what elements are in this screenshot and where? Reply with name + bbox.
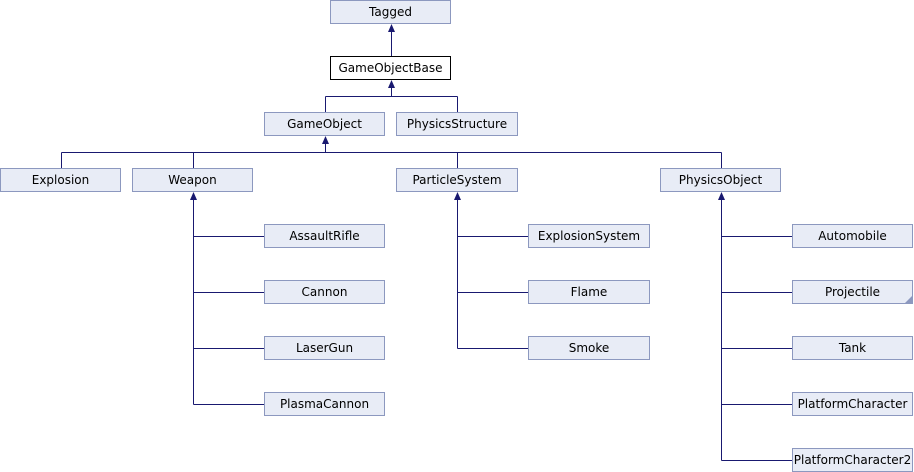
- class-node-physics-structure[interactable]: PhysicsStructure: [396, 112, 518, 136]
- class-node-cannon[interactable]: Cannon: [264, 280, 385, 304]
- class-node-tagged[interactable]: Tagged: [330, 0, 451, 24]
- class-node-laser-gun[interactable]: LaserGun: [264, 336, 385, 360]
- class-node-automobile[interactable]: Automobile: [792, 224, 913, 248]
- class-node-physics-object[interactable]: PhysicsObject: [660, 168, 781, 192]
- inheritance-arrowhead: [322, 136, 329, 144]
- inheritance-arrowhead: [190, 192, 197, 200]
- class-node-explosion[interactable]: Explosion: [0, 168, 121, 192]
- class-node-projectile[interactable]: Projectile: [792, 280, 913, 304]
- class-node-game-object[interactable]: GameObject: [264, 112, 385, 136]
- inheritance-arrowhead: [454, 192, 461, 200]
- class-node-tank[interactable]: Tank: [792, 336, 913, 360]
- class-node-flame[interactable]: Flame: [528, 280, 650, 304]
- class-node-weapon[interactable]: Weapon: [132, 168, 253, 192]
- class-node-platform-character[interactable]: PlatformCharacter: [792, 392, 913, 416]
- class-node-game-object-base: GameObjectBase: [330, 56, 451, 80]
- class-node-plasma-cannon[interactable]: PlasmaCannon: [264, 392, 385, 416]
- inheritance-arrowhead: [388, 80, 395, 88]
- truncated-node-corner-icon: [905, 296, 912, 303]
- class-node-projectile-label: Projectile: [824, 285, 881, 299]
- class-node-smoke[interactable]: Smoke: [528, 336, 650, 360]
- class-node-assault-rifle[interactable]: AssaultRifle: [264, 224, 385, 248]
- class-node-platform-character2[interactable]: PlatformCharacter2: [792, 448, 913, 472]
- class-node-particle-system[interactable]: ParticleSystem: [396, 168, 518, 192]
- inheritance-arrowhead: [388, 24, 395, 32]
- inheritance-arrowhead: [718, 192, 725, 200]
- class-node-explosion-system[interactable]: ExplosionSystem: [528, 224, 650, 248]
